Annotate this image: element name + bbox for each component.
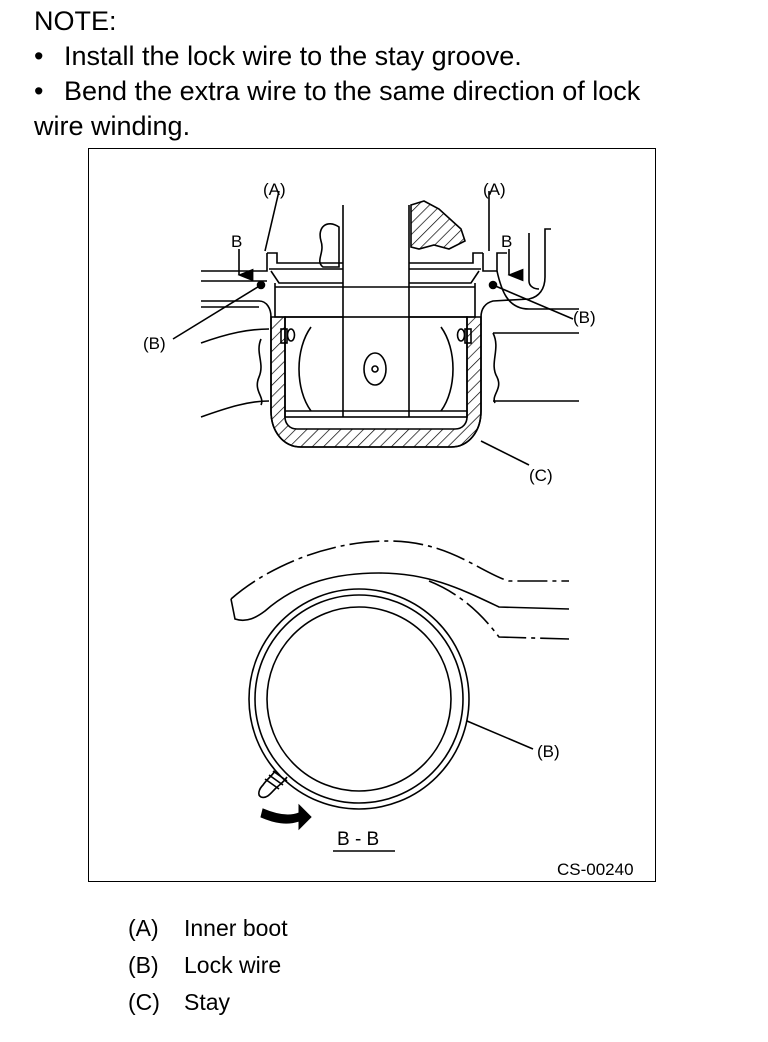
note-bullet-2-text: Bend the extra wire to the same directio…: [64, 76, 641, 106]
legend-key: (C): [128, 989, 160, 1015]
callout-c: (C): [529, 466, 553, 485]
legend-key: (A): [128, 915, 159, 941]
note-bullet-2: • Bend the extra wire to the same directi…: [34, 74, 754, 109]
callout-b-left: (B): [143, 334, 166, 353]
callout-a-left: (A): [263, 180, 286, 199]
legend-label: Inner boot: [184, 915, 288, 941]
callout-b-arrow-right: B: [501, 232, 512, 251]
legend-label: Stay: [184, 989, 231, 1015]
legend-label: Lock wire: [184, 952, 282, 978]
figure-frame: (A) (A) B B (B) (B) (C) (B: [88, 148, 656, 882]
note-bullet-2-continued: wire winding.: [34, 111, 191, 141]
legend-row-c: (C) Stay: [128, 984, 288, 1021]
bend-direction-arrow: [260, 803, 312, 831]
technical-illustration: (A) (A) B B (B) (B) (C) (B: [143, 180, 634, 879]
bullet-glyph: •: [34, 76, 44, 106]
callout-a-right: (A): [483, 180, 506, 199]
callout-b-arrow-left: B: [231, 232, 242, 251]
legend: (A) Inner boot (B) Lock wire (C) Stay: [128, 910, 288, 1021]
legend-row-a: (A) Inner boot: [128, 910, 288, 947]
section-label: B - B: [337, 829, 379, 850]
bullet-glyph: •: [34, 41, 44, 71]
note-block: NOTE: • Install the lock wire to the stay…: [34, 4, 754, 144]
note-heading: NOTE:: [34, 6, 117, 36]
legend-key: (B): [128, 952, 159, 978]
legend-row-b: (B) Lock wire: [128, 947, 288, 984]
callout-b-ring: (B): [537, 742, 560, 761]
figure-code: CS-00240: [557, 860, 634, 879]
note-bullet-1-text: Install the lock wire to the stay groove…: [64, 41, 522, 71]
upper-cross-section: [172, 190, 579, 466]
callout-b-right: (B): [573, 308, 596, 327]
note-bullet-1: • Install the lock wire to the stay groov…: [34, 39, 754, 74]
lower-section-view: [230, 540, 570, 852]
